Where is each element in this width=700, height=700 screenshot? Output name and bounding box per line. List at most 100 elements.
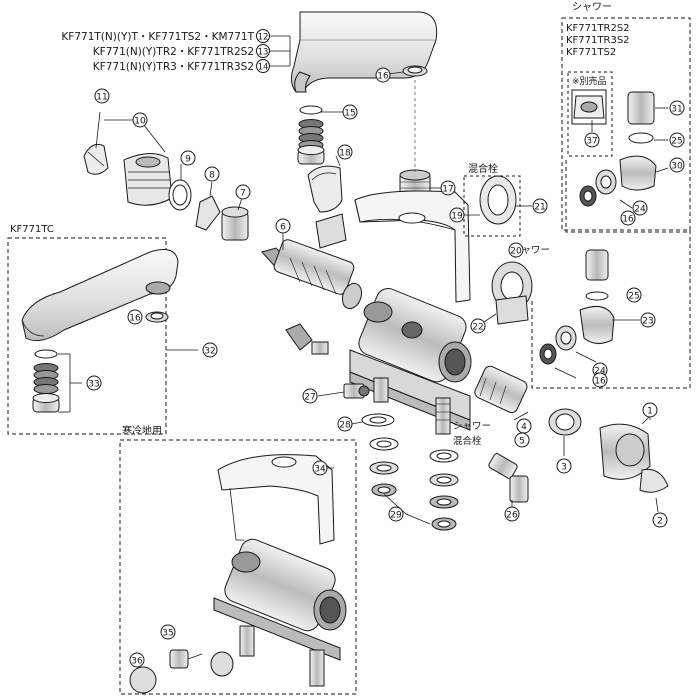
callout-37: 37 [584, 132, 600, 148]
callout-circle [160, 624, 176, 640]
callout-number: 17 [442, 185, 453, 195]
callout-11: 11 [94, 88, 110, 104]
cold-part-36 [129, 651, 234, 694]
callout-number: 7 [240, 189, 246, 199]
callout-35: 35 [160, 624, 176, 640]
handle-cap-11 [83, 111, 109, 175]
callout-number: 27 [304, 393, 315, 403]
callout-circle [440, 180, 456, 196]
callout-circle [94, 88, 110, 104]
callout-number: 16 [377, 72, 389, 82]
callout-circle [127, 309, 143, 325]
nut-7 [221, 197, 249, 241]
callout-circle-14 [256, 59, 270, 73]
part-26 [488, 453, 529, 508]
callout-circle-13 [256, 44, 270, 58]
tc-model-heading: KF771TC [10, 224, 54, 235]
callout-number: 15 [344, 109, 355, 119]
part-16-top [387, 65, 428, 77]
mix-faucet-box [463, 175, 521, 237]
callout-number: 5 [519, 437, 525, 447]
callout-layer: 1234567891011151617181920212223242526272… [86, 67, 685, 668]
cartridge-6 [261, 232, 363, 310]
tc-o-ring-stack-33 [32, 349, 82, 413]
callout-circle [470, 318, 486, 334]
callout-number: 24 [594, 367, 606, 377]
callout-number: 29 [390, 511, 402, 521]
callout-number: 1 [647, 407, 653, 417]
callout-circle [342, 104, 358, 120]
callout-number: 33 [88, 380, 99, 390]
cold-cover-34 [217, 454, 335, 545]
mix-faucet-label: 混合栓 [468, 162, 498, 175]
callout-number: 36 [131, 657, 143, 667]
callout-16-1: 16 [592, 372, 608, 388]
callout-4: 4 [516, 418, 532, 434]
callout-25-4: 25 [669, 132, 685, 148]
callout-3: 3 [556, 458, 572, 474]
model-label-14: KF771(N)(Y)TR3・KF771TR3S2 [93, 61, 254, 73]
callout-16-2: 16 [620, 210, 636, 226]
callout-circle [388, 506, 404, 522]
shower-outline-lower [531, 230, 691, 389]
callout-circle [312, 460, 328, 476]
callout-33: 33 [86, 375, 102, 391]
callout-circle [129, 652, 145, 668]
callout-36: 36 [129, 652, 145, 668]
callout-number: 32 [204, 347, 215, 357]
bracket-8 [195, 181, 221, 231]
callout-circle [626, 287, 642, 303]
callout-number: 25 [628, 292, 639, 302]
callout-24-3: 24 [632, 200, 648, 216]
callout-number: 22 [472, 323, 483, 333]
callout-circle [337, 144, 353, 160]
callout-number: 31 [671, 105, 682, 115]
callout-10: 10 [132, 112, 148, 128]
callout-7: 7 [235, 184, 251, 200]
tc-model-box [7, 237, 167, 435]
callout-circle [302, 388, 318, 404]
callout-number: 25 [671, 137, 682, 147]
callout-28: 28 [337, 416, 353, 432]
callout-circle [235, 184, 251, 200]
callout-circle [584, 132, 600, 148]
part-27 [317, 383, 370, 399]
callout-circle [514, 432, 530, 448]
callout-number-13: 13 [258, 48, 269, 58]
callout-number: 37 [586, 137, 597, 147]
handle-1-2 [599, 412, 669, 513]
callout-circle [652, 512, 668, 528]
callout-number: 30 [671, 162, 683, 172]
callout-30: 30 [669, 157, 685, 173]
callout-6: 6 [275, 218, 291, 234]
callout-circle [640, 312, 656, 328]
callout-circle [86, 375, 102, 391]
callout-number: 18 [339, 149, 351, 159]
callout-16-0: 16 [127, 309, 143, 325]
callout-25: 25 [626, 287, 642, 303]
callout-18: 18 [337, 144, 353, 160]
cold-region-heading: 寒冷地用 [122, 424, 162, 437]
callout-number: 10 [134, 117, 146, 127]
part-29-washers [369, 437, 459, 531]
callout-29: 29 [388, 506, 404, 522]
callout-9: 9 [180, 150, 196, 166]
shower-box-model-3: KF771TS2 [566, 47, 616, 58]
sold-separately-box [567, 71, 613, 157]
handle-10 [104, 119, 173, 206]
shower-cartridge [474, 365, 529, 421]
tc-part-16 [145, 311, 169, 323]
callout-8: 8 [204, 166, 220, 182]
callout-number: 11 [96, 93, 107, 103]
plate-small [315, 213, 347, 249]
sold-separately-label: ※別売品 [572, 75, 607, 87]
shower-model-box [561, 17, 691, 231]
callout-circle [449, 207, 465, 223]
callout-number: 16 [129, 314, 141, 324]
callout-circle [556, 458, 572, 474]
callout-number: 35 [162, 629, 173, 639]
callout-34: 34 [312, 460, 328, 476]
callout-number: 20 [510, 247, 522, 257]
cold-part-35 [169, 649, 203, 669]
